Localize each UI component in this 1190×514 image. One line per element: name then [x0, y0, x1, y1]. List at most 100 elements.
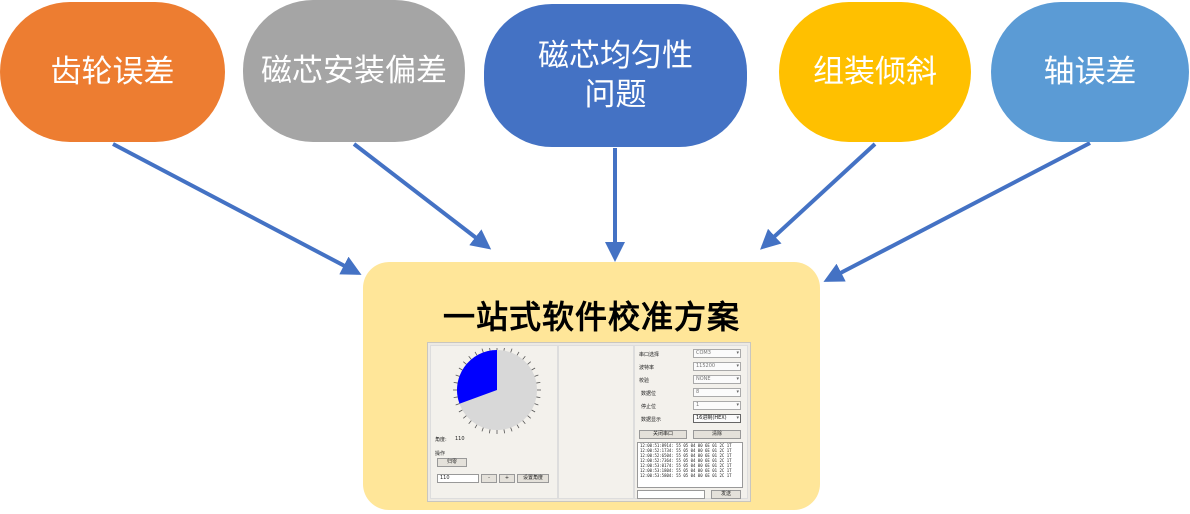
- factor-core-uniformity-line2: 问题: [584, 76, 647, 113]
- factor-gear-error: 齿轮误差: [0, 2, 225, 142]
- baud-rate-value: 115200: [696, 363, 716, 369]
- factor-core-install-offset: 磁芯安装偏差: [243, 0, 465, 142]
- angle-value: 110: [455, 436, 465, 442]
- send-input[interactable]: [637, 490, 705, 499]
- blank-pane: [558, 345, 634, 499]
- software-screenshot: 角度: 110 操作 归零 110 - + 设置角度 串口选择 COM3 ▾ 波特…: [427, 342, 751, 502]
- stop-bits-value: 1: [696, 402, 700, 408]
- dial-tick: [481, 348, 484, 353]
- dial-tick: [453, 381, 458, 384]
- display-mode-select[interactable]: 16进制(HEX) ▾: [693, 414, 741, 423]
- chevron-down-icon: ▾: [736, 389, 739, 395]
- parity-value: NONE: [696, 376, 711, 382]
- dial-tick: [463, 415, 467, 419]
- log-line: 12:00:53:5804: 55 05 04 00 6E 01 2C 1T: [640, 473, 732, 478]
- dial-tick: [489, 348, 491, 351]
- data-bits-label: 数据位: [641, 391, 657, 397]
- factor-assembly-tilt-label: 组装倾斜: [813, 53, 937, 90]
- display-mode-value: 16进制(HEX): [696, 415, 727, 421]
- arrow-gear-error: [112, 142, 362, 275]
- chevron-down-icon: ▾: [736, 415, 739, 421]
- chevron-down-icon: ▾: [736, 350, 739, 356]
- dial-tick: [527, 415, 531, 419]
- send-button[interactable]: 发送: [711, 490, 741, 499]
- dial-tick: [527, 361, 531, 365]
- port-select[interactable]: COM3 ▾: [693, 349, 741, 358]
- dial-tick: [468, 420, 472, 424]
- port-select-value: COM3: [696, 350, 711, 356]
- clear-button[interactable]: 清除: [693, 430, 741, 439]
- factor-core-install-offset-label: 磁芯安装偏差: [261, 52, 447, 89]
- dial-tick: [463, 361, 467, 365]
- parity-label: 校验: [639, 378, 650, 384]
- baud-rate-label: 波特率: [639, 365, 655, 371]
- plus-button[interactable]: +: [499, 474, 515, 483]
- display-mode-label: 数据显示: [641, 417, 662, 423]
- angle-dial: [453, 348, 541, 434]
- factor-shaft-error-label: 轴误差: [1043, 53, 1137, 90]
- close-port-button[interactable]: 关闭串口: [639, 430, 687, 439]
- dial-tick: [481, 427, 484, 432]
- dial-tick: [503, 429, 506, 434]
- port-select-label: 串口选择: [639, 352, 660, 358]
- solution-title: 一站式软件校准方案: [442, 298, 740, 336]
- log-line: 12:00:52:7364: 55 05 04 00 6E 01 2C 1T: [640, 458, 732, 463]
- solution-box: 一站式软件校准方案 角度: 110 操作 归零 110 - + 设置角度 串口选…: [363, 262, 820, 510]
- factor-shaft-error: 轴误差: [991, 2, 1189, 142]
- dial-tick: [474, 351, 478, 356]
- dial-tick: [536, 381, 541, 384]
- dial-tick: [536, 396, 541, 399]
- factor-assembly-tilt: 组装倾斜: [779, 2, 971, 142]
- dial-tick: [510, 348, 513, 353]
- arrow-core-install: [352, 142, 492, 250]
- serial-pane: 串口选择 COM3▾ 波特率 115200▾ 校验 NONE▾ 数据位 8▾ 停…: [634, 345, 748, 499]
- dial-pane: 角度: 110 操作 归零 110 - + 设置角度: [430, 345, 558, 499]
- minus-button[interactable]: -: [481, 474, 497, 483]
- dial-tick: [488, 429, 491, 434]
- operation-group-label: 操作: [435, 451, 446, 457]
- log-line: 12:00:51:8914: 55 05 04 00 6E 01 2C 1T: [640, 443, 732, 448]
- factor-core-uniformity-line1: 磁芯均匀性: [538, 37, 693, 74]
- dial-tick: [522, 356, 526, 360]
- log-line: 12:00:52:6504: 55 05 04 00 6E 01 2C 1T: [640, 453, 732, 458]
- dial-tick: [455, 374, 460, 377]
- dial-tick: [474, 424, 478, 429]
- set-angle-button[interactable]: 设置角度: [517, 474, 549, 483]
- chevron-down-icon: ▾: [736, 402, 739, 408]
- dial-tick: [534, 403, 539, 406]
- dial-tick: [516, 424, 520, 429]
- dial-tick: [531, 367, 536, 371]
- angle-label: 角度:: [435, 437, 447, 443]
- log-line: 12:00:53:0174: 55 05 04 00 6E 01 2C 1T: [640, 463, 732, 468]
- dial-tick: [503, 348, 505, 351]
- data-bits-value: 8: [696, 389, 700, 395]
- factor-gear-error-label: 齿轮误差: [50, 53, 175, 90]
- dial-tick: [534, 374, 539, 377]
- stop-bits-label: 停止位: [641, 404, 657, 410]
- data-bits-select[interactable]: 8▾: [693, 388, 741, 397]
- arrow-shaft-error: [823, 141, 1091, 282]
- dial-tick: [453, 396, 458, 399]
- zero-button[interactable]: 归零: [437, 458, 467, 467]
- baud-rate-select[interactable]: 115200 ▾: [693, 362, 741, 371]
- dial-tick: [458, 409, 463, 413]
- dial-tick: [516, 351, 520, 356]
- dial-tick: [455, 403, 460, 406]
- dial-tick: [531, 409, 536, 413]
- angle-input[interactable]: 110: [437, 474, 479, 483]
- chevron-down-icon: ▾: [736, 363, 739, 369]
- log-line: 12:00:52:1734: 55 05 04 00 6E 01 2C 1T: [640, 448, 732, 453]
- arrow-assembly-tilt: [760, 142, 877, 250]
- parity-select[interactable]: NONE ▾: [693, 375, 741, 384]
- factor-core-uniformity-label: 磁芯均匀性问题: [538, 37, 693, 115]
- dial-tick: [468, 356, 472, 360]
- dial-tick: [522, 420, 526, 424]
- receive-log[interactable]: 12:00:51:8914: 55 05 04 00 6E 01 2C 1T 1…: [637, 442, 743, 488]
- stop-bits-select[interactable]: 1▾: [693, 401, 741, 410]
- log-line: 12:00:53:1804: 55 05 04 00 6E 01 2C 1T: [640, 468, 732, 473]
- chevron-down-icon: ▾: [736, 376, 739, 382]
- dial-fill: [457, 350, 497, 404]
- factor-core-uniformity: 磁芯均匀性问题: [484, 4, 747, 147]
- dial-tick: [510, 427, 513, 432]
